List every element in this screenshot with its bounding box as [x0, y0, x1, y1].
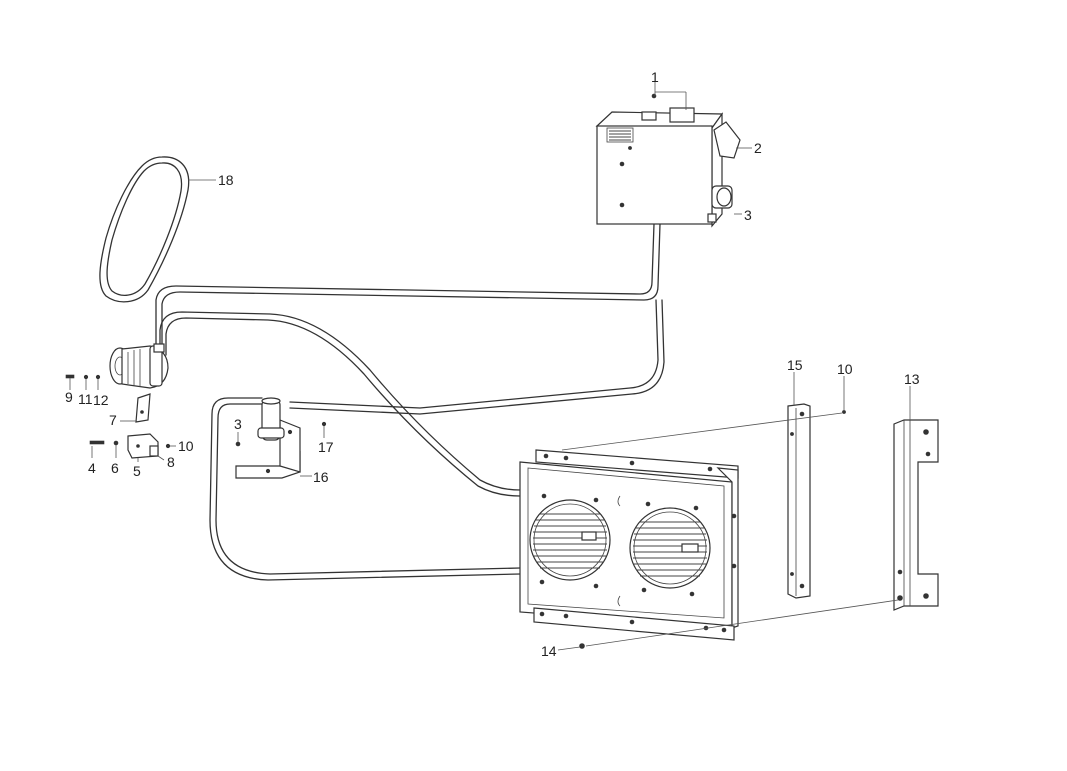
label-part-5: 5	[133, 463, 141, 479]
mounting-bracket-15	[787, 403, 846, 599]
label-part-9: 9	[65, 389, 73, 405]
label-part-4: 4	[88, 460, 96, 476]
evaporator-unit	[595, 93, 741, 228]
compressor	[109, 343, 169, 423]
label-part-1: 1	[651, 69, 659, 85]
part-labels: 1 2 3 18 9 11 12 7 4 6 5 8 10 3 17 16 15…	[65, 69, 920, 659]
label-part-8: 8	[167, 454, 175, 470]
drive-belt	[99, 156, 190, 303]
label-part-10-left: 10	[178, 438, 194, 454]
label-part-10-right: 10	[837, 361, 853, 377]
label-part-17: 17	[318, 439, 334, 455]
label-part-18: 18	[218, 172, 234, 188]
label-part-6: 6	[111, 460, 119, 476]
mounting-bracket-13	[893, 419, 939, 611]
label-part-11: 11	[78, 391, 93, 407]
label-part-15: 15	[787, 357, 803, 373]
fasteners-left	[65, 374, 171, 459]
label-part-7: 7	[109, 412, 117, 428]
condenser-fan-assembly	[519, 449, 739, 641]
label-part-14: 14	[541, 643, 557, 659]
leader-lines	[69, 82, 911, 651]
bolt-14	[579, 643, 585, 649]
fan-grille-left	[533, 513, 607, 569]
label-part-13: 13	[904, 371, 920, 387]
receiver-dryer	[235, 397, 327, 479]
label-part-12: 12	[93, 392, 109, 408]
ac-hoses	[155, 223, 665, 581]
label-part-16: 16	[313, 469, 329, 485]
label-part-2: 2	[754, 140, 762, 156]
label-part-3-top: 3	[744, 207, 752, 223]
label-part-3-left: 3	[234, 416, 242, 432]
fan-grille-right	[633, 521, 707, 577]
